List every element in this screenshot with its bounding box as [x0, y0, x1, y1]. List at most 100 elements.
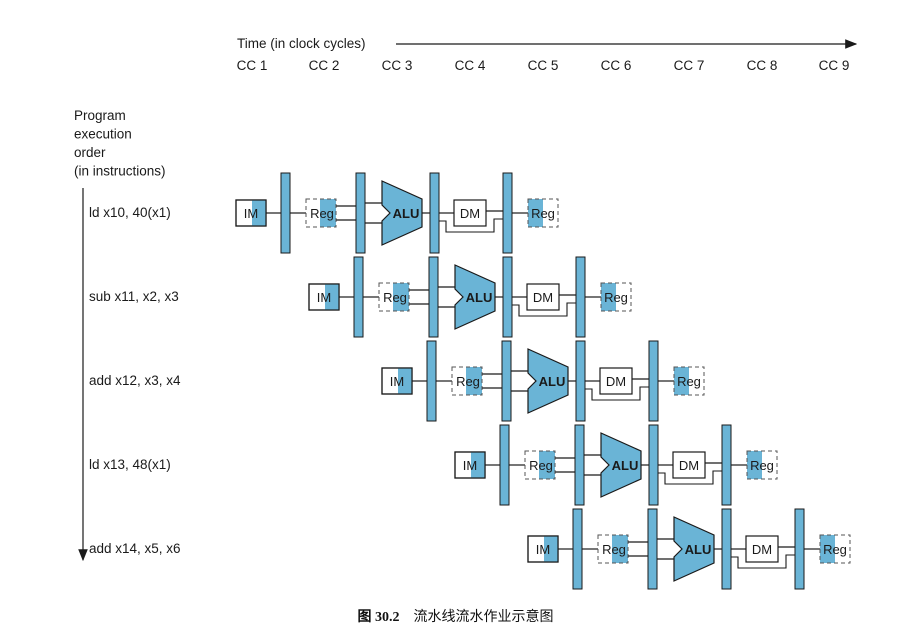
im-shading	[398, 368, 412, 394]
instruction-row: add x14, x5, x6 IM Reg ALU DM Reg	[89, 508, 851, 590]
order-label-line: order	[74, 145, 106, 160]
reg-read-shading	[539, 451, 555, 479]
dm-block	[453, 199, 487, 227]
im-label: IM	[390, 374, 404, 389]
pipeline-register	[648, 424, 659, 506]
reg-read-block	[378, 282, 410, 312]
reg-read-label: Reg	[456, 374, 480, 389]
pipeline-register	[428, 256, 439, 338]
reg-read-label: Reg	[529, 458, 553, 473]
cycle-label: CC 8	[747, 58, 778, 73]
instruction-row: add x12, x3, x4 IM Reg ALU DM Reg	[89, 340, 705, 422]
bypass-wire	[585, 386, 649, 401]
dm-block	[745, 535, 779, 563]
dm-label: DM	[679, 458, 699, 473]
pipeline-register	[502, 172, 513, 254]
reg-read-block	[597, 534, 629, 564]
bypass-wire	[658, 470, 722, 485]
im-shading	[325, 284, 339, 310]
im-label: IM	[317, 290, 331, 305]
pipeline-register	[575, 256, 586, 338]
alu-label: ALU	[393, 206, 420, 221]
dm-block	[599, 367, 633, 395]
alu-label: ALU	[685, 542, 712, 557]
pipeline-register	[572, 508, 583, 590]
reg-write-label: Reg	[677, 374, 701, 389]
bypass-wire	[731, 554, 795, 569]
order-label-line: (in instructions)	[74, 164, 166, 179]
instruction-row: sub x11, x2, x3 IM Reg ALU DM Reg	[89, 256, 632, 338]
reg-write-shading	[820, 535, 835, 563]
pipeline-register	[501, 340, 512, 422]
alu-label: ALU	[466, 290, 493, 305]
bypass-wire	[512, 302, 576, 317]
reg-read-label: Reg	[383, 290, 407, 305]
order-label-line: execution	[74, 127, 132, 142]
cycle-label: CC 6	[601, 58, 632, 73]
pipeline-register	[574, 424, 585, 506]
reg-write-block	[819, 534, 851, 564]
execution-order-axis: Program execution order (in instructions)	[74, 108, 166, 562]
reg-read-label: Reg	[602, 542, 626, 557]
dm-label: DM	[752, 542, 772, 557]
pipeline-register	[499, 424, 510, 506]
reg-read-shading	[320, 199, 336, 227]
dm-label: DM	[460, 206, 480, 221]
im-shading	[252, 200, 266, 226]
reg-read-block	[451, 366, 483, 396]
cycle-label: CC 4	[455, 58, 486, 73]
pipeline-register	[647, 508, 658, 590]
cycle-label: CC 2	[309, 58, 340, 73]
alu-label: ALU	[539, 374, 566, 389]
reg-read-block	[305, 198, 337, 228]
reg-write-block	[527, 198, 559, 228]
instruction-label: add x14, x5, x6	[89, 541, 181, 556]
pipeline-register	[353, 256, 364, 338]
alu-block	[454, 264, 496, 330]
instruction-label: ld x13, 48(x1)	[89, 457, 171, 472]
caption-number: 图 30.2	[357, 610, 400, 625]
dm-label: DM	[533, 290, 553, 305]
pipeline-register	[502, 256, 513, 338]
pipeline-register	[794, 508, 805, 590]
cycle-label: CC 9	[819, 58, 850, 73]
reg-write-label: Reg	[823, 542, 847, 557]
im-label: IM	[244, 206, 258, 221]
order-label-line: Program	[74, 108, 126, 123]
alu-block	[381, 180, 423, 246]
instruction-label: ld x10, 40(x1)	[89, 205, 171, 220]
cycle-label: CC 5	[528, 58, 559, 73]
reg-write-block	[600, 282, 632, 312]
im-label: IM	[536, 542, 550, 557]
alu-block	[673, 516, 715, 582]
alu-block	[600, 432, 642, 498]
alu-label: ALU	[612, 458, 639, 473]
reg-read-label: Reg	[310, 206, 334, 221]
time-axis-label: Time (in clock cycles)	[237, 36, 366, 51]
dm-block	[672, 451, 706, 479]
reg-write-shading	[528, 199, 543, 227]
reg-write-shading	[747, 451, 762, 479]
pipeline-register	[575, 340, 586, 422]
im-shading	[471, 452, 485, 478]
reg-write-label: Reg	[531, 206, 555, 221]
instruction-label: add x12, x3, x4	[89, 373, 181, 388]
reg-read-shading	[393, 283, 409, 311]
pipeline-register	[355, 172, 366, 254]
reg-read-shading	[466, 367, 482, 395]
reg-write-label: Reg	[604, 290, 628, 305]
im-label: IM	[463, 458, 477, 473]
instruction-row: ld x10, 40(x1) IM Reg ALU DM Reg	[89, 172, 559, 254]
figure-caption: 图 30.2 流水线流水作业示意图	[0, 606, 911, 626]
pipeline-register	[429, 172, 440, 254]
pipeline-register	[280, 172, 291, 254]
caption-title: 流水线流水作业示意图	[413, 610, 554, 625]
dm-label: DM	[606, 374, 626, 389]
reg-write-block	[673, 366, 705, 396]
instruction-label: sub x11, x2, x3	[89, 289, 179, 304]
cycle-label: CC 3	[382, 58, 413, 73]
